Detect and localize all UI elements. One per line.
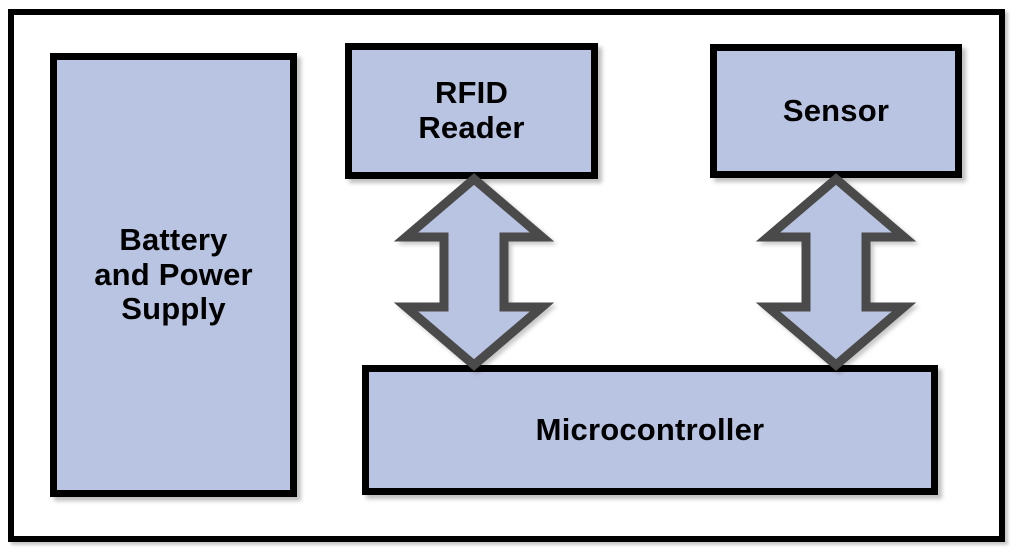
block-microcontroller[interactable]: Microcontroller bbox=[362, 365, 938, 495]
block-sensor-label: Sensor bbox=[782, 92, 890, 128]
connector-rfid-reader-to-microcontroller bbox=[393, 173, 555, 371]
block-sensor[interactable]: Sensor bbox=[710, 44, 962, 178]
block-microcontroller-label: Microcontroller bbox=[535, 411, 765, 447]
double-headed-arrow-icon bbox=[393, 173, 555, 371]
connector-sensor-to-microcontroller bbox=[755, 173, 917, 371]
block-battery-label: Battery and Power Supply bbox=[94, 221, 253, 327]
block-battery-and-power-supply[interactable]: Battery and Power Supply bbox=[50, 53, 297, 497]
double-headed-arrow-icon bbox=[755, 173, 917, 371]
block-rfid-reader-label: RFID Reader bbox=[418, 75, 525, 145]
block-rfid-reader[interactable]: RFID Reader bbox=[345, 43, 598, 179]
